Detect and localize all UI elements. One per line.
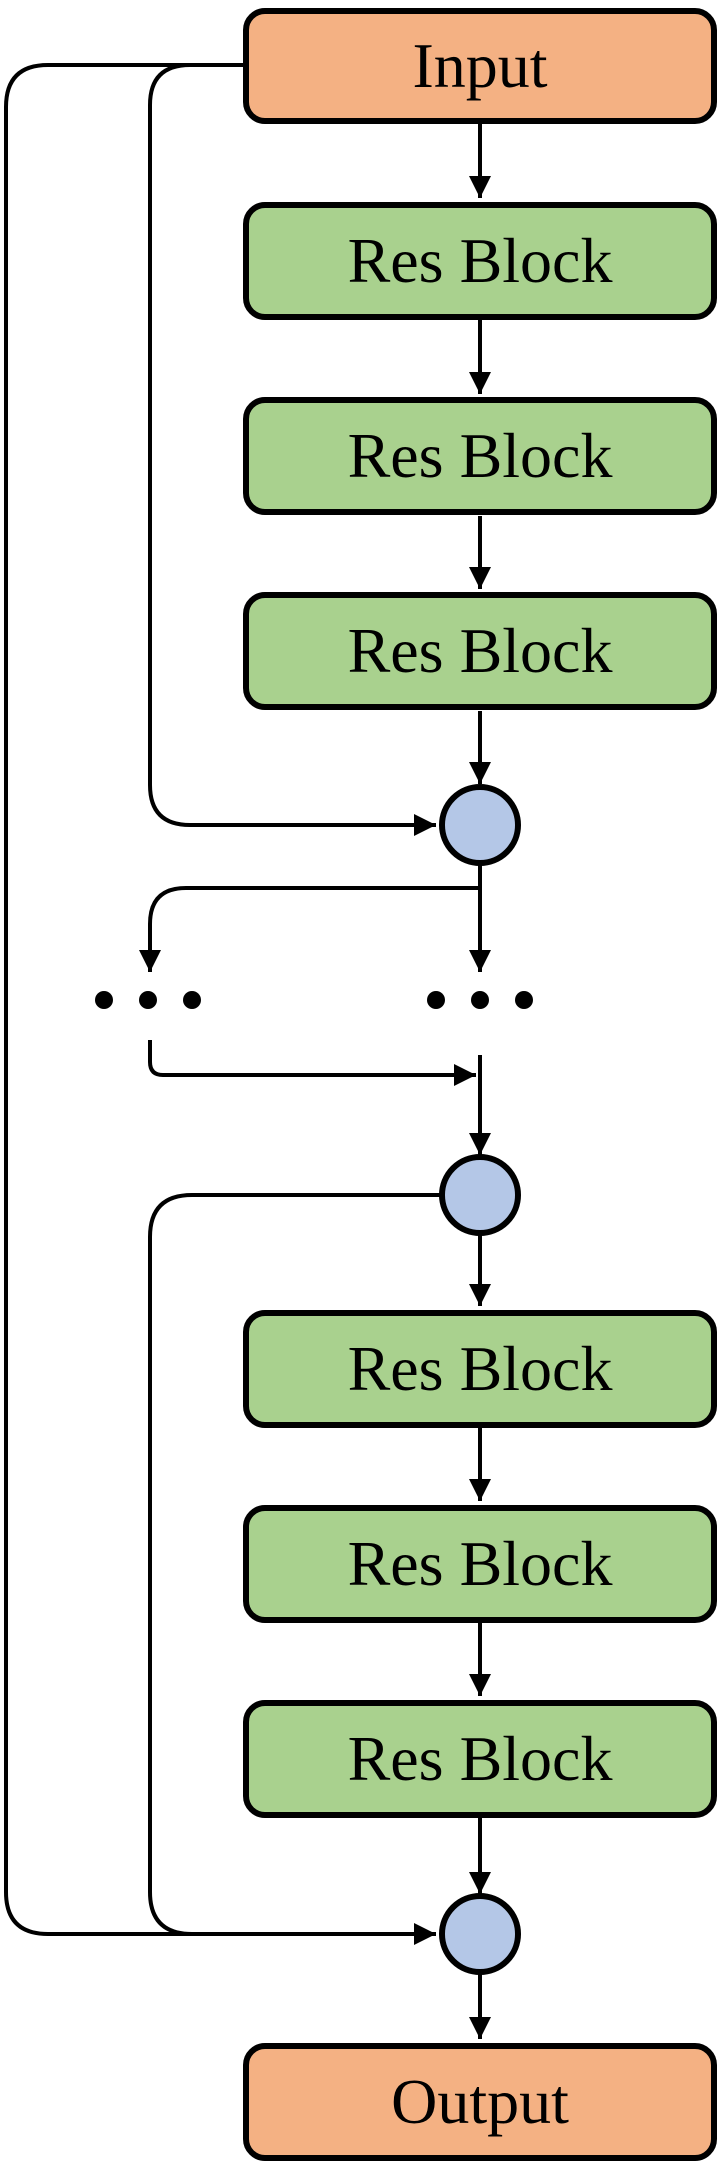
input-node: Input bbox=[243, 8, 717, 124]
branch-sum1-to-left-ellipsis bbox=[139, 886, 480, 972]
skip-input-to-sum3 bbox=[4, 63, 436, 1945]
res-block-2: Res Block bbox=[243, 397, 717, 515]
sum-node-3 bbox=[439, 1893, 521, 1975]
res-block-1: Res Block bbox=[243, 202, 717, 320]
res-block-5: Res Block bbox=[243, 1505, 717, 1623]
merge-left-ellipsis-to-main bbox=[148, 1040, 476, 1086]
ellipsis-left bbox=[95, 991, 201, 1009]
res-block-3: Res Block bbox=[243, 592, 717, 710]
res-block-4: Res Block bbox=[243, 1310, 717, 1428]
sum-node-2 bbox=[439, 1154, 521, 1236]
res-block-6: Res Block bbox=[243, 1700, 717, 1818]
ellipsis-right bbox=[427, 991, 533, 1009]
output-node: Output bbox=[243, 2043, 717, 2161]
skip-sum2-to-sum3 bbox=[148, 1193, 440, 1936]
skip-input-to-sum1 bbox=[148, 63, 436, 836]
sum-node-1 bbox=[439, 784, 521, 866]
